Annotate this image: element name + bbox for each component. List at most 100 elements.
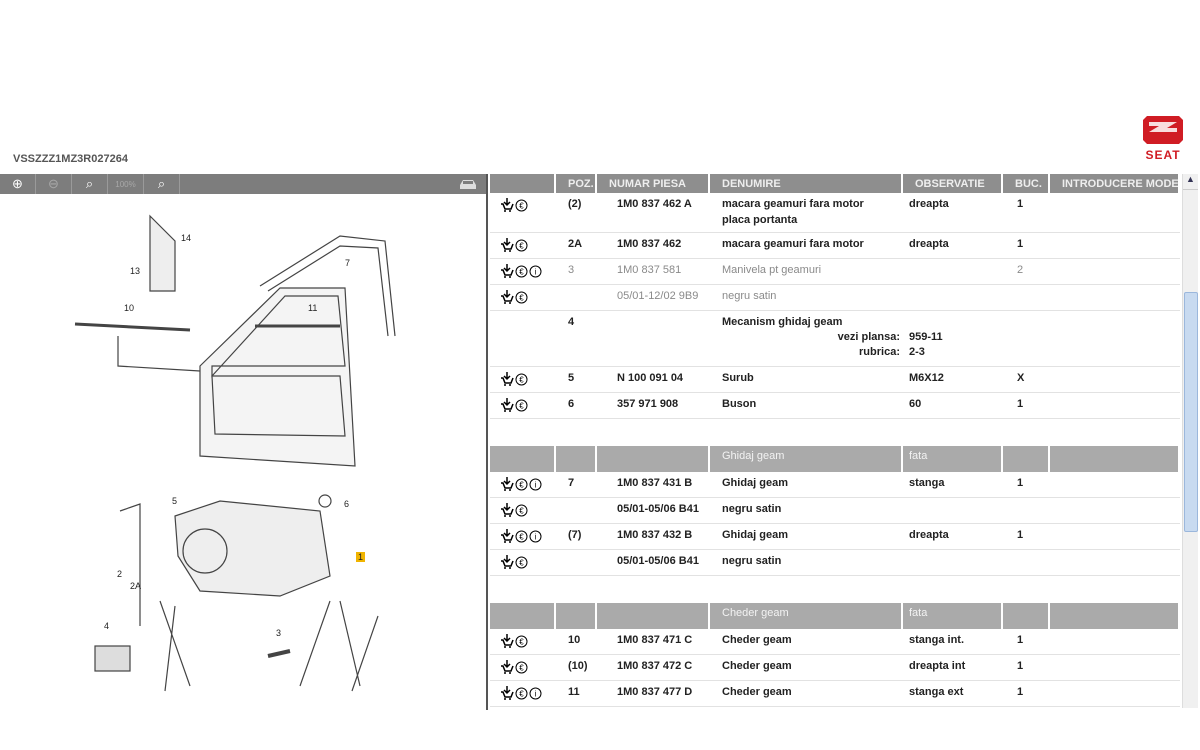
part-number-text: 357 971 908 [617, 398, 679, 410]
column-header[interactable]: BUC. [1003, 174, 1050, 193]
add-to-cart-icon[interactable] [500, 198, 514, 215]
price-euro-icon[interactable]: € [515, 478, 528, 494]
zoom-in-button[interactable]: ⊕ [0, 174, 36, 194]
parts-diagram[interactable]: 14 13 7 10 11 5 6 1 2 2A 4 3 [0, 196, 488, 716]
spacer-row [490, 419, 1180, 446]
price-euro-icon[interactable]: € [515, 373, 528, 389]
info-icon[interactable]: i [529, 478, 542, 494]
add-to-cart-icon[interactable] [500, 477, 514, 494]
reference-value[interactable]: 959-11 [909, 331, 943, 343]
column-header[interactable]: INTRODUCERE MODEL [1050, 174, 1180, 193]
price-euro-icon[interactable]: € [515, 265, 528, 281]
description-text: negru satin [722, 555, 782, 567]
info-icon[interactable]: i [529, 687, 542, 703]
cell-description: Ghidaj geam [710, 524, 903, 549]
zoom-100-button[interactable]: 100% [108, 174, 144, 194]
row-actions: € [490, 550, 556, 575]
callout-3[interactable]: 3 [276, 628, 282, 638]
add-to-cart-icon[interactable] [500, 372, 514, 389]
row-actions: € [490, 233, 556, 258]
cell-quantity: X [1003, 367, 1050, 392]
cell-description: Surub [710, 367, 903, 392]
callout-6[interactable]: 6 [344, 499, 350, 509]
column-header[interactable]: POZ. [556, 174, 597, 193]
callout-10[interactable]: 10 [124, 303, 135, 313]
row-actions: €i [490, 259, 556, 284]
scrollbar-thumb[interactable] [1184, 292, 1198, 532]
quantity-text: 1 [1017, 198, 1024, 210]
add-to-cart-icon[interactable] [500, 264, 514, 281]
column-header[interactable]: NUMAR PIESA [597, 174, 710, 193]
table-scrollbar[interactable]: ▲ [1182, 174, 1198, 708]
zoom-out-button[interactable]: ⊖ [36, 174, 72, 194]
callout-4[interactable]: 4 [104, 621, 110, 631]
add-to-cart-icon[interactable] [500, 555, 514, 572]
callout-13[interactable]: 13 [130, 266, 141, 276]
cell-part-number: 357 971 908 [597, 393, 710, 418]
cell-observation [903, 285, 1003, 310]
row-actions: € [490, 655, 556, 680]
add-to-cart-icon[interactable] [500, 503, 514, 520]
price-euro-icon[interactable]: € [515, 504, 528, 520]
add-to-cart-icon[interactable] [500, 686, 514, 703]
callout-7[interactable]: 7 [345, 258, 351, 268]
reference-value[interactable]: 2-3 [909, 346, 925, 358]
price-euro-icon[interactable]: € [515, 556, 528, 572]
cell-quantity: 1 [1003, 524, 1050, 549]
add-to-cart-icon[interactable] [500, 238, 514, 255]
add-to-cart-icon[interactable] [500, 634, 514, 651]
column-header[interactable]: OBSERVATIE [903, 174, 1003, 193]
add-to-cart-icon[interactable] [500, 660, 514, 677]
cell-quantity [1003, 311, 1050, 366]
add-to-cart-icon[interactable] [500, 290, 514, 307]
price-euro-icon[interactable]: € [515, 530, 528, 546]
zoom-area-button[interactable]: ⌕ [72, 174, 108, 194]
info-icon[interactable]: i [529, 530, 542, 546]
car-view-button[interactable] [448, 174, 488, 194]
price-euro-icon[interactable]: € [515, 291, 528, 307]
poz-text: (7) [568, 529, 582, 541]
poz-text: 3 [568, 264, 575, 276]
price-euro-icon[interactable]: € [515, 399, 528, 415]
column-header[interactable] [490, 174, 556, 193]
callout-2[interactable]: 2 [117, 569, 123, 579]
price-euro-icon[interactable]: € [515, 635, 528, 651]
cell-poz [556, 498, 597, 523]
callout-1-highlighted[interactable]: 1 [356, 552, 366, 562]
column-header[interactable]: DENUMIRE [710, 174, 903, 193]
callout-2a[interactable]: 2A [130, 581, 142, 591]
svg-text:i: i [535, 268, 537, 277]
scroll-up-icon[interactable]: ▲ [1183, 174, 1198, 190]
price-euro-icon[interactable]: € [515, 239, 528, 255]
cell-part-number: 05/01-05/06 B41 [597, 498, 710, 523]
add-to-cart-icon[interactable] [500, 529, 514, 546]
callout-14[interactable]: 14 [181, 233, 192, 243]
add-to-cart-icon[interactable] [500, 398, 514, 415]
description-text: Ghidaj geam [722, 477, 789, 489]
cell-poz: 2A [556, 233, 597, 258]
cell-observation: dreapta int [903, 655, 1003, 680]
info-icon[interactable]: i [529, 265, 542, 281]
cell-model-intro [1050, 524, 1180, 549]
search-button[interactable]: ⌕ [144, 174, 180, 194]
price-euro-icon[interactable]: € [515, 687, 528, 703]
callout-5[interactable]: 5 [172, 496, 178, 506]
callout-11[interactable]: 11 [308, 303, 318, 313]
svg-text:€: € [519, 559, 524, 568]
price-euro-icon[interactable]: € [515, 199, 528, 215]
price-euro-icon[interactable]: € [515, 661, 528, 677]
